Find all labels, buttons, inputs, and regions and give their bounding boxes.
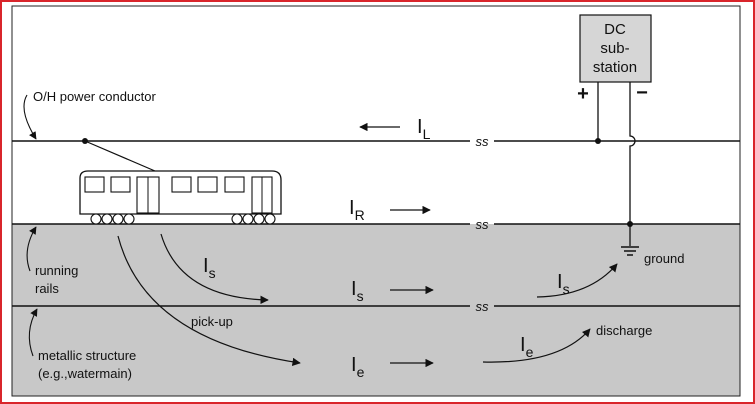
ground-label: ground [644, 251, 684, 266]
train-window-4 [197, 176, 218, 193]
current-ie-mid-label: Ie [351, 354, 365, 380]
pantograph-contact [82, 138, 88, 144]
ground-region [12, 224, 740, 396]
train-wheel [101, 213, 113, 225]
ground-region-frame [11, 5, 741, 397]
train-wheel [112, 213, 124, 225]
current-il-label: IL [417, 116, 431, 142]
oh-conductor-label: O/H power conductor [33, 89, 157, 104]
positive-feeder-junction [595, 138, 601, 144]
substation-box [579, 14, 652, 83]
discharge-label: discharge [596, 323, 652, 338]
train-wheel [231, 213, 243, 225]
running-rails-label-line1: running [35, 263, 78, 278]
metallic-structure-leader-arrow-icon [28, 308, 38, 357]
train-window-3 [171, 176, 192, 193]
substation-plus-label: + [577, 83, 589, 105]
train-icon [79, 138, 282, 225]
current-ie-right-label: Ie [520, 334, 534, 360]
pantograph [84, 140, 156, 172]
substation-minus-label: − [636, 82, 648, 104]
oh-conductor-leader-arrow-icon [23, 94, 37, 140]
current-is-right-label: Is [557, 271, 570, 297]
pick-up-label: pick-up [191, 314, 233, 329]
train-wheel [264, 213, 276, 225]
negative-return-feeder [629, 82, 636, 224]
train-wheel [123, 213, 135, 225]
metallic-structure-label-line2: (e.g.,watermain) [38, 366, 132, 381]
train-wheel [90, 213, 102, 225]
train-wheel [242, 213, 254, 225]
substation-label-line3: station [593, 59, 637, 76]
metallic-structure-label-line1: metallic structure [38, 348, 136, 363]
running-rails-label-line2: rails [35, 281, 59, 296]
pickup-curve-arrow-icon [117, 235, 301, 367]
train-wheel [253, 213, 265, 225]
break-mark-structure: ss [476, 299, 490, 314]
train-window-2 [110, 176, 131, 193]
break-mark-rail: ss [476, 217, 490, 232]
break-mark-oh: ss [476, 134, 490, 149]
running-rails-leader-arrow-icon [26, 226, 37, 272]
train-window-5 [224, 176, 245, 193]
substation-label-line1: DC [604, 21, 626, 38]
current-is-curve-label: Is [203, 255, 216, 281]
train-window-1 [84, 176, 105, 193]
current-is-mid-label: Is [351, 278, 364, 304]
ground-symbol-icon [621, 246, 639, 256]
is-ground-curve-arrow-icon [536, 263, 618, 298]
current-ir-label: IR [349, 197, 365, 223]
ie-discharge-curve-arrow-icon [482, 328, 591, 363]
substation-label-line2: sub- [600, 40, 629, 57]
is-leakage-curve-arrow-icon [160, 233, 269, 305]
